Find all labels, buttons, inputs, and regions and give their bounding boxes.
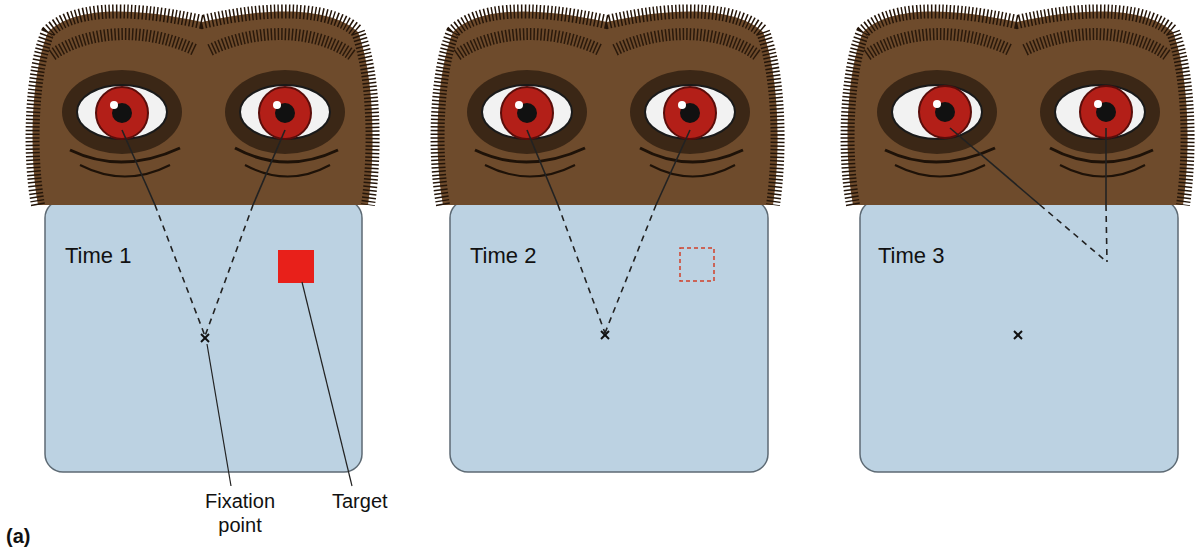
panel-title: Time 1 (65, 243, 362, 268)
panel-letter: (a) (6, 524, 56, 548)
gaze-line (950, 128, 1107, 262)
screen-panel: Time 1 (45, 200, 362, 472)
iris (919, 86, 971, 138)
gaze-line (122, 130, 285, 336)
callout-label: Target (332, 489, 422, 513)
monkey-face (438, 11, 778, 205)
target-outline (680, 248, 714, 281)
leader-line (302, 282, 352, 486)
panel-title: Time 2 (470, 243, 768, 268)
monkey-face (33, 11, 373, 205)
screen-panel: Time 3 (860, 200, 1178, 472)
fixation-mark (201, 331, 1022, 342)
screen (450, 200, 768, 472)
gaze-line (527, 130, 690, 333)
callout-label: Fixation point (186, 489, 294, 537)
screen-panel: Time 2 (450, 200, 768, 472)
target-square (278, 250, 314, 283)
leader-line (207, 344, 231, 486)
screen (45, 200, 362, 472)
screen (860, 200, 1178, 472)
monkey-face (848, 11, 1188, 205)
panel-title: Time 3 (878, 243, 1178, 268)
